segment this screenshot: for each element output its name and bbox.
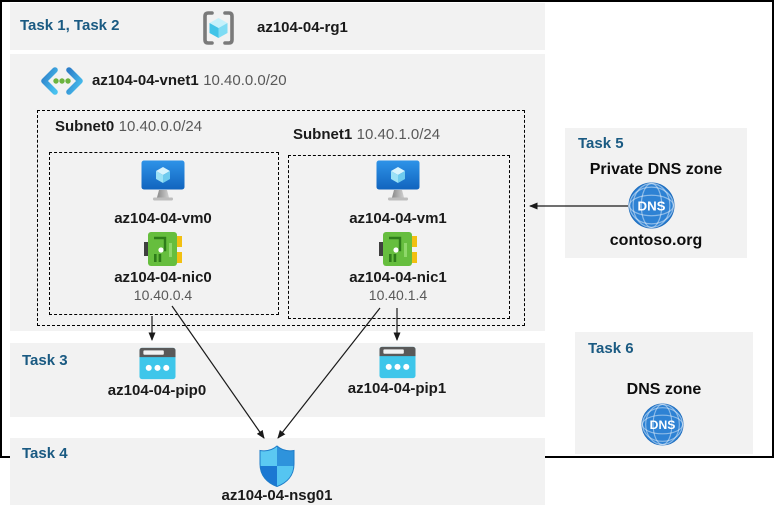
dns-icon-text: DNS [650,418,676,432]
task6-title: DNS zone [626,381,702,398]
dns-icon-text: DNS [637,199,665,214]
nsg-name: az104-04-nsg01 [221,487,333,504]
task5-panel: Task 5 Private DNS zone DNS contoso.org [565,128,747,258]
resource-group-icon [200,10,237,46]
private-dns-icon: DNS [628,182,675,229]
subnet0-cidr: 10.40.0.0/24 [118,118,203,135]
vm1-icon [376,160,420,202]
nsg-shield-icon [258,445,296,488]
resource-group-name: az104-04-rg1 [257,19,348,36]
subnet0-name: Subnet0 [55,118,115,135]
nic0-ip: 10.40.0.4 [133,287,193,303]
task6-label: Task 6 [588,340,634,357]
nic0-icon [144,231,182,267]
task3-band: Task 3 [10,343,545,417]
vnet-header: az104-04-vnet1 10.40.0.0/20 [92,72,287,90]
nic1-icon [379,231,417,267]
task12-band: Task 1, Task 2 az104-04-rg1 [10,3,545,50]
pip1-icon [379,346,416,379]
subnet0-label: Subnet0 10.40.0.0/24 [55,118,202,136]
subnet1-label: Subnet1 10.40.1.0/24 [293,126,440,144]
vm1-name: az104-04-vm1 [349,210,447,227]
task4-label: Task 4 [22,445,68,462]
vnet-name: az104-04-vnet1 [92,72,199,89]
vnet-cidr: 10.40.0.0/20 [203,72,287,89]
task6-panel: Task 6 DNS zone DNS [575,332,753,454]
pip1-name: az104-04-pip1 [347,380,447,397]
task3-label: Task 3 [22,352,68,369]
subnet0-box [49,152,279,315]
pip0-icon [139,347,176,380]
nic0-name: az104-04-nic0 [114,269,212,286]
vnet-icon [40,67,84,95]
pip0-name: az104-04-pip0 [107,382,207,399]
vm0-name: az104-04-vm0 [114,210,212,227]
vnet-panel [10,54,545,331]
task5-title: Private DNS zone [589,161,723,178]
dns-zone-icon: DNS [641,403,684,446]
nic1-ip: 10.40.1.4 [368,287,428,303]
subnet1-box [288,155,510,319]
subnet1-name: Subnet1 [293,126,353,143]
subnet1-cidr: 10.40.1.0/24 [356,126,441,143]
task12-label: Task 1, Task 2 [20,17,120,34]
vm0-icon [141,160,185,202]
task5-label: Task 5 [578,135,624,152]
nic1-name: az104-04-nic1 [349,269,447,286]
task5-zone-name: contoso.org [609,232,703,249]
